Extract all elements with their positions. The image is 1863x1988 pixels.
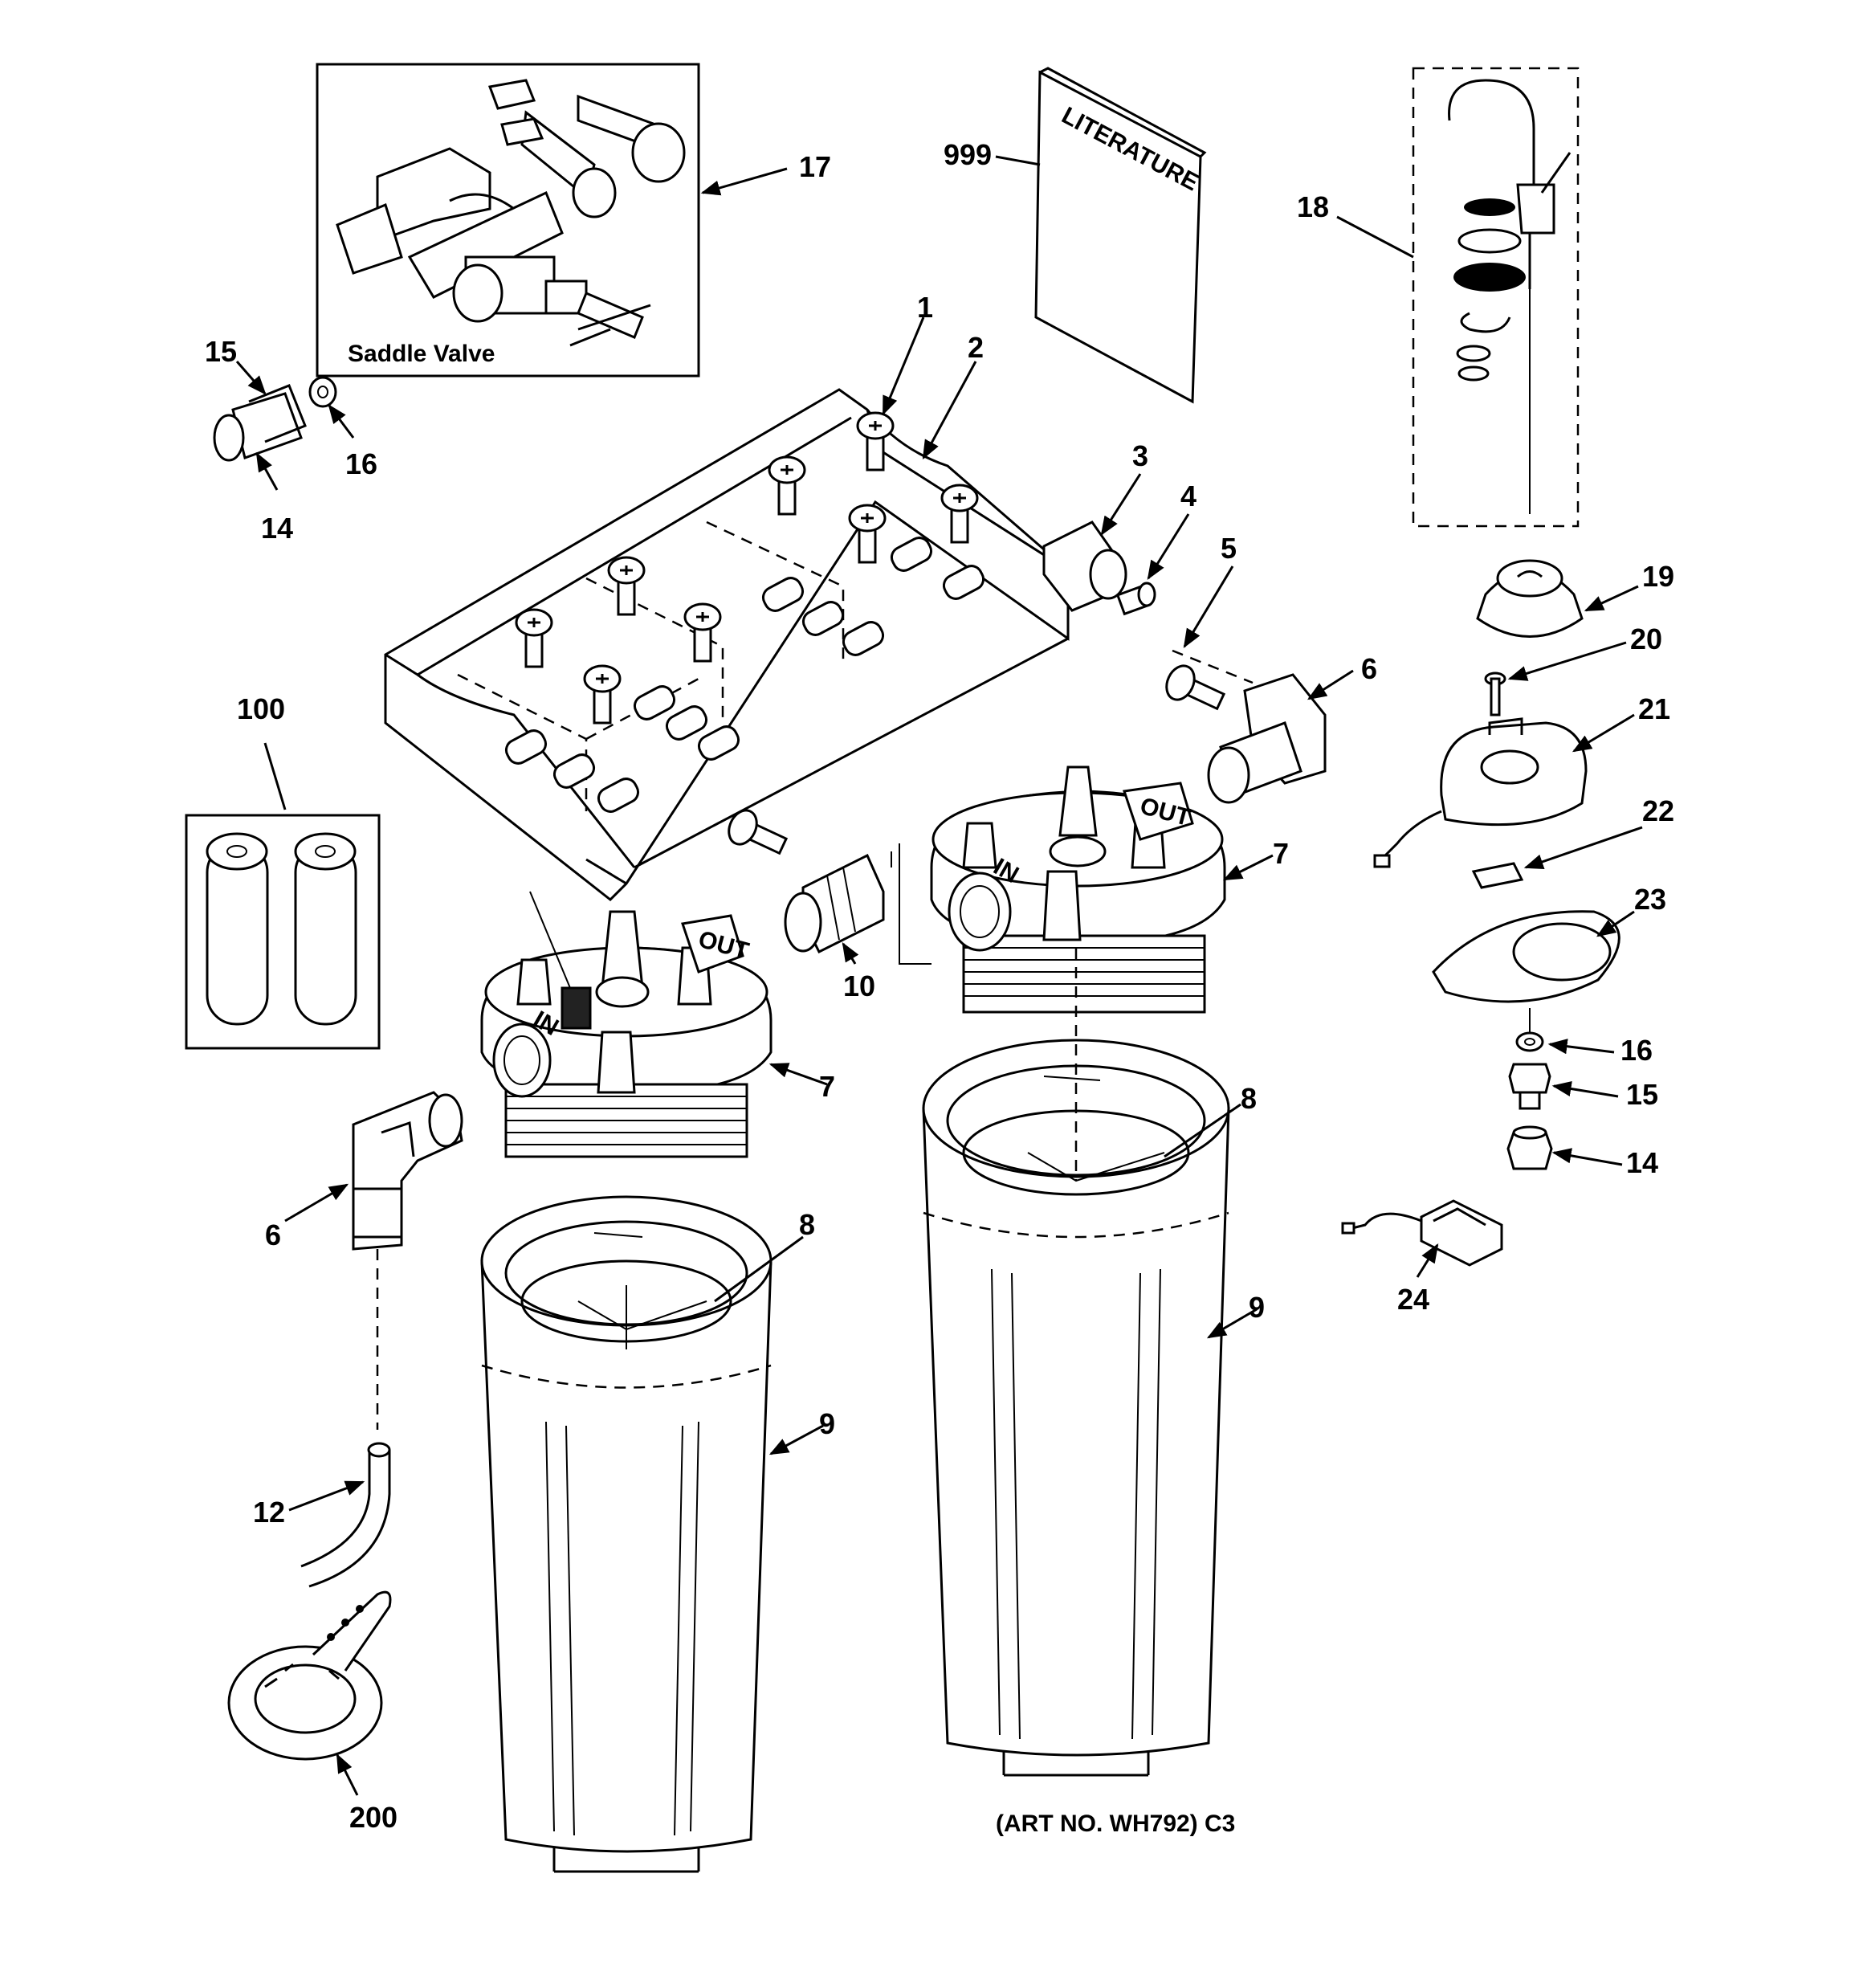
faucet-base-screw (1484, 672, 1506, 716)
callout-6-right: 6 (1361, 652, 1377, 685)
callout-4: 4 (1180, 480, 1196, 512)
compression-fitting-left (213, 376, 337, 462)
cartridges-frame (185, 814, 381, 1050)
callout-21: 21 (1638, 692, 1670, 725)
saddle-valve-label: Saddle Valve (348, 341, 495, 367)
callout-15-left: 15 (205, 335, 237, 368)
callout-20: 20 (1630, 623, 1662, 655)
callout-17: 17 (799, 150, 831, 183)
faucet-base-clip (1471, 862, 1524, 889)
callout-10: 10 (843, 970, 875, 1002)
mounting-bracket (384, 388, 1226, 902)
callout-9-right: 9 (1249, 1291, 1265, 1324)
callout-16-right: 16 (1620, 1034, 1653, 1067)
callout-22: 22 (1642, 794, 1674, 827)
insert-fitting (1115, 582, 1156, 616)
callout-18: 18 (1297, 190, 1329, 223)
callout-200: 200 (349, 1801, 397, 1834)
callout-14-right: 14 (1626, 1146, 1658, 1179)
callout-14-left: 14 (261, 512, 293, 545)
callout-999: 999 (944, 138, 992, 171)
faucet-base-housing (1373, 717, 1588, 868)
filter-housing-right (922, 948, 1230, 1777)
filter-head-left: OUT IN (480, 891, 773, 1158)
filter-head-right: OUT IN (930, 765, 1226, 1014)
faucet-base-plate (1432, 910, 1620, 1003)
callout-3: 3 (1132, 439, 1148, 472)
callout-24: 24 (1397, 1283, 1429, 1316)
art-number: (ART NO. WH792) C3 (996, 1810, 1235, 1837)
callout-6-left: 6 (265, 1219, 281, 1251)
callout-5: 5 (1221, 532, 1237, 565)
replacement-cartridges (185, 814, 381, 1050)
callout-7-left: 7 (819, 1070, 835, 1103)
faucet-base-cap (1476, 559, 1584, 638)
bracket-screws (515, 411, 1226, 855)
battery-holder (1341, 1199, 1503, 1267)
callout-12: 12 (253, 1496, 285, 1529)
coupling-nut (1042, 520, 1127, 612)
tubing (300, 1442, 391, 1588)
callout-19: 19 (1642, 560, 1674, 593)
callout-2: 2 (968, 331, 984, 364)
filter-housing-left (480, 1195, 773, 1873)
callout-15-right: 15 (1626, 1078, 1658, 1111)
elbow-fitting-left (352, 1091, 463, 1251)
hex-nipple (784, 853, 885, 954)
callout-8-right: 8 (1241, 1082, 1257, 1115)
elbow-fitting-right (1207, 673, 1327, 804)
literature-booklet: LITERATURE (1034, 67, 1207, 404)
bracket-slots (504, 537, 985, 813)
faucet-kit (1412, 67, 1580, 528)
faucet-kit-frame (1412, 67, 1580, 528)
callout-8-left: 8 (799, 1208, 815, 1241)
saddle-valve-frame (316, 63, 700, 378)
callout-16-left: 16 (345, 447, 377, 480)
housing-wrench (227, 1590, 392, 1761)
callout-1: 1 (917, 291, 933, 324)
callout-23: 23 (1634, 883, 1666, 916)
compression-fitting-right (1506, 1031, 1553, 1170)
saddle-valve-kit: Saddle Valve (316, 63, 700, 378)
callout-100: 100 (237, 692, 285, 725)
callout-7-right: 7 (1273, 837, 1289, 870)
callout-9-left: 9 (819, 1407, 835, 1440)
